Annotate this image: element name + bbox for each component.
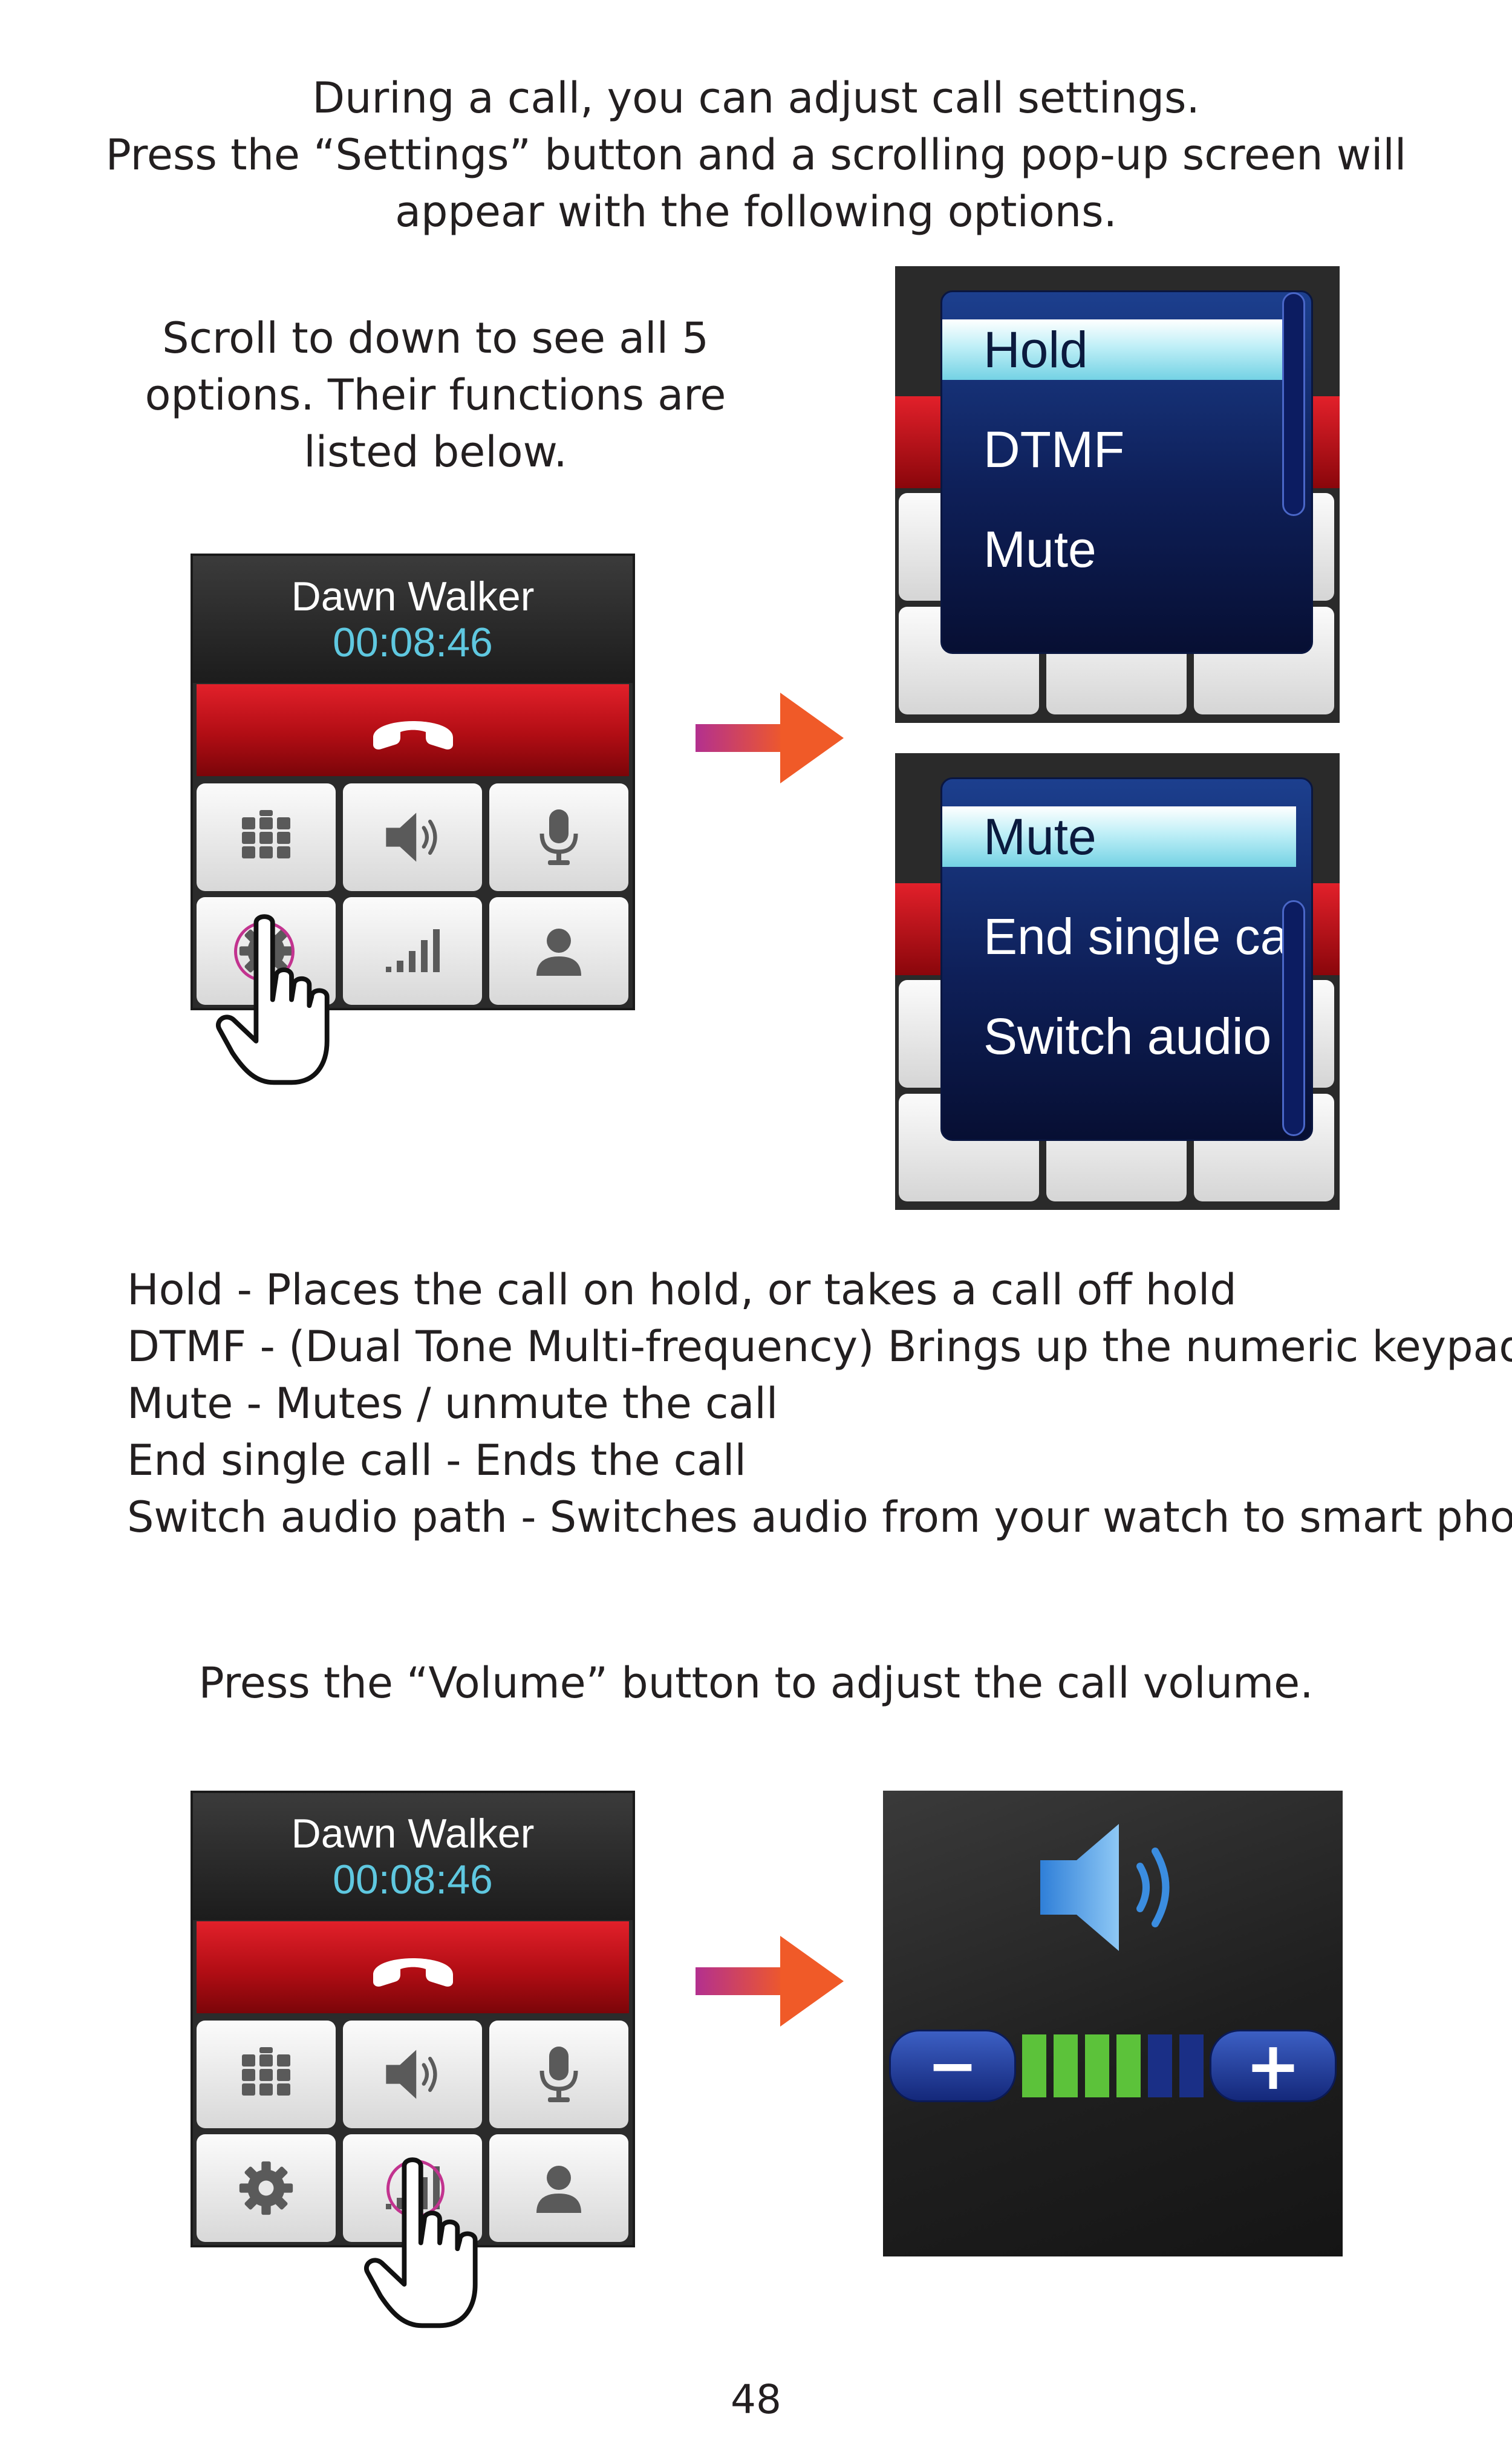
speaker-icon [381, 809, 444, 866]
end-call-icon [368, 1940, 458, 1995]
arrow-right-icon [696, 1936, 844, 2027]
arrow-right-icon [696, 693, 844, 783]
volume-bars-icon [382, 927, 443, 975]
call-controls [197, 783, 629, 1007]
call-timer: 00:08:46 [333, 1857, 493, 1903]
end-call-button[interactable] [197, 1921, 629, 2013]
settings-button[interactable] [197, 2134, 336, 2242]
description-hold: Hold - Places the call on hold, or takes… [127, 1265, 1237, 1315]
microphone-icon [535, 807, 583, 867]
microphone-button[interactable] [489, 783, 628, 891]
keypad-icon [239, 2047, 293, 2102]
contact-button[interactable] [489, 2134, 628, 2242]
popup-option-hold[interactable]: Hold [983, 321, 1088, 378]
option-descriptions: Hold - Places the call on hold, or takes… [127, 1261, 1512, 1546]
intro-line-3: appear with the following options. [395, 187, 1117, 237]
call-screen: Dawn Walker 00:08:46 [191, 554, 635, 1010]
volume-segment [1022, 2034, 1046, 2097]
settings-popup: Hold DTMF Mute [940, 290, 1313, 654]
call-controls [197, 2021, 629, 2244]
call-timer: 00:08:46 [333, 619, 493, 665]
volume-segment [1085, 2034, 1109, 2097]
intro-line-2: Press the “Settings” button and a scroll… [105, 130, 1407, 180]
volume-segment [1116, 2034, 1141, 2097]
settings-gear-icon [237, 2159, 295, 2217]
description-mute: Mute - Mutes / unmute the call [127, 1379, 778, 1428]
intro-line-1: During a call, you can adjust call setti… [312, 73, 1200, 123]
settings-popup: Mute End single cal Switch audio [940, 777, 1313, 1141]
page-number: 48 [731, 2376, 781, 2423]
volume-up-button[interactable]: + [1210, 2030, 1337, 2102]
popup-option-dtmf[interactable]: DTMF [983, 421, 1125, 478]
description-end-single-call: End single call - Ends the call [127, 1436, 746, 1485]
volume-segment [1148, 2034, 1172, 2097]
popup-scrollbar[interactable] [1282, 900, 1305, 1136]
speaker-icon [381, 2046, 444, 2103]
volume-screen: − + [883, 1791, 1343, 2256]
volume-note: Press the “Volume” button to adjust the … [198, 1658, 1314, 1708]
contact-icon [532, 924, 586, 978]
volume-control: − + [889, 2030, 1337, 2102]
selection-highlight [942, 319, 1296, 380]
contact-button[interactable] [489, 897, 628, 1005]
description-switch-audio: Switch audio path - Switches audio from … [127, 1492, 1512, 1542]
volume-down-button[interactable]: − [889, 2030, 1016, 2102]
description-dtmf: DTMF - (Dual Tone Multi-frequency) Bring… [127, 1322, 1512, 1371]
caller-name: Dawn Walker [291, 1811, 535, 1857]
hand-pointer-icon [363, 2154, 493, 2332]
volume-segment [1054, 2034, 1078, 2097]
popup-option-mute[interactable]: Mute [983, 808, 1097, 865]
keypad-button[interactable] [197, 783, 336, 891]
selection-highlight [942, 806, 1296, 867]
end-call-icon [368, 703, 458, 757]
keypad-button[interactable] [197, 2021, 336, 2128]
end-call-button[interactable] [197, 684, 629, 776]
minus-icon: − [927, 2030, 978, 2101]
scroll-note: Scroll to down to see all 5 options. The… [145, 313, 726, 477]
settings-popup-screen-2: Mute End single cal Switch audio [895, 753, 1340, 1210]
hand-pointer-icon [215, 910, 345, 1089]
keypad-icon [239, 810, 293, 864]
speaker-volume-icon [1040, 1824, 1170, 1951]
popup-scrollbar[interactable] [1282, 292, 1305, 516]
speaker-button[interactable] [343, 783, 482, 891]
call-screen: Dawn Walker 00:08:46 [191, 1791, 635, 2247]
popup-option-mute[interactable]: Mute [983, 521, 1097, 578]
speaker-button[interactable] [343, 2021, 482, 2128]
caller-name: Dawn Walker [291, 573, 535, 619]
volume-button[interactable] [343, 897, 482, 1005]
caller-header: Dawn Walker 00:08:46 [193, 556, 633, 683]
microphone-icon [535, 2044, 583, 2105]
intro-text: During a call, you can adjust call setti… [0, 70, 1512, 240]
popup-option-switch-audio[interactable]: Switch audio [983, 1008, 1272, 1065]
settings-popup-screen-1: Hold DTMF Mute [895, 266, 1340, 723]
contact-icon [532, 2161, 586, 2215]
popup-option-end-single-call[interactable]: End single cal [983, 908, 1300, 965]
microphone-button[interactable] [489, 2021, 628, 2128]
volume-segment [1179, 2034, 1204, 2097]
plus-icon: + [1245, 2027, 1302, 2105]
caller-header: Dawn Walker 00:08:46 [193, 1793, 633, 1920]
